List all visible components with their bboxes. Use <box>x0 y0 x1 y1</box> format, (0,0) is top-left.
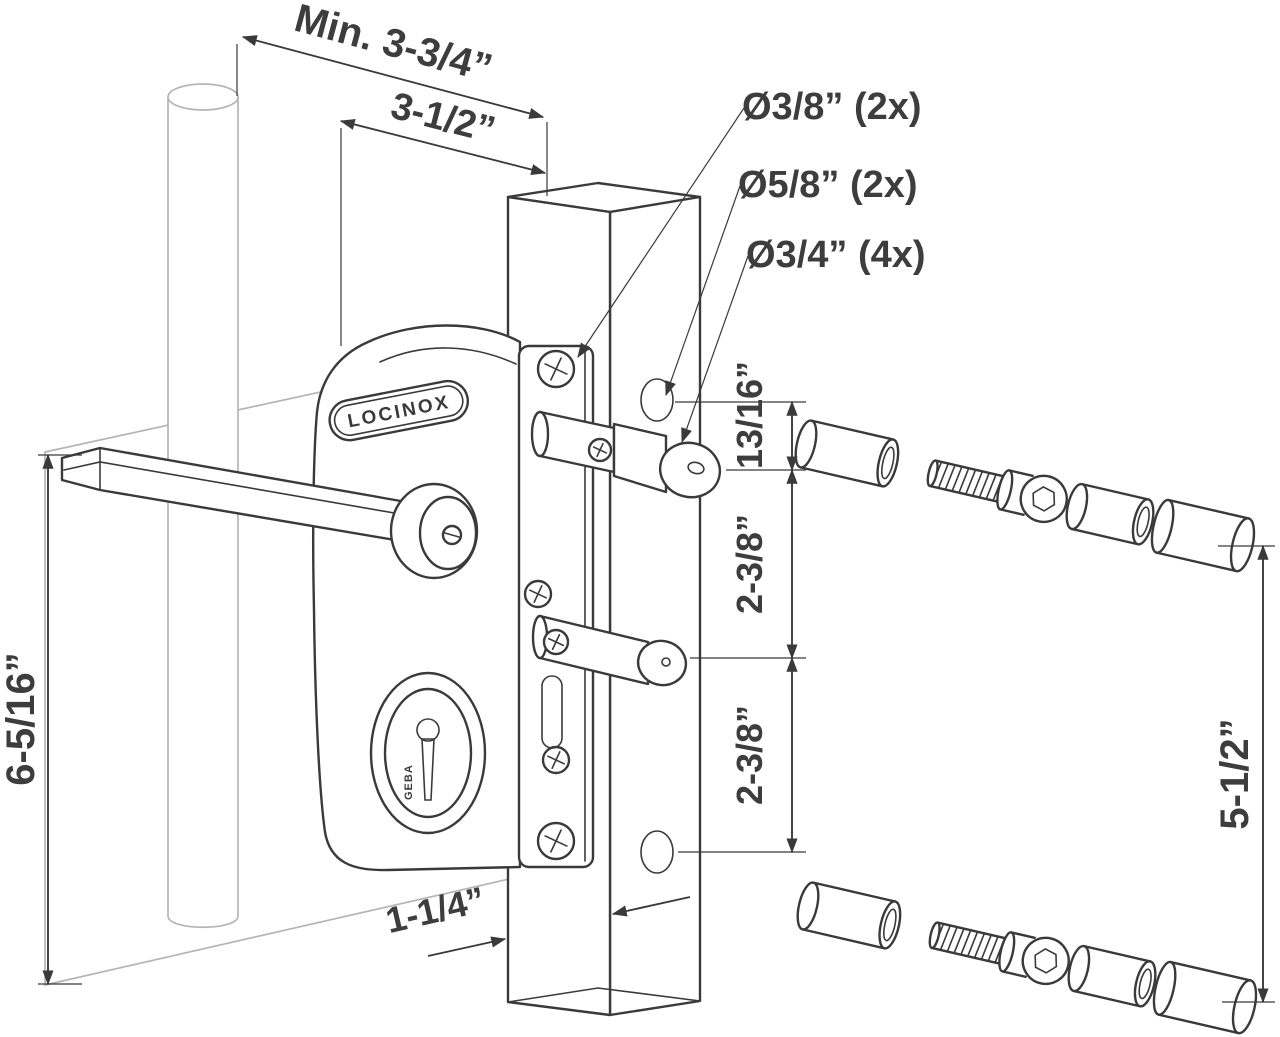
dim-line-min-overall <box>241 35 545 119</box>
fastener-set-top <box>789 414 1260 575</box>
dim-upper-spacing-label: 2-3/8” <box>729 514 770 614</box>
lock-cylinder: GEBA <box>369 671 487 835</box>
dim-backset-label: 3-1/2” <box>387 85 500 152</box>
dim-fastener-spacing-label: 5-1/2” <box>1213 718 1257 829</box>
screw-cross <box>529 585 547 603</box>
drill-small-label: Ø3/8” (2x) <box>742 86 922 128</box>
screw-cross <box>544 829 568 853</box>
drill-large-label: Ø3/4” (4x) <box>746 234 926 276</box>
leader-drill-large <box>681 255 749 444</box>
top-bolt-hole <box>687 461 705 475</box>
post-bottom-edge <box>507 987 701 1003</box>
keyway <box>421 738 435 801</box>
bar-bottom-arc <box>167 915 239 929</box>
lock-housing-inner-edge <box>379 347 517 365</box>
bar-top-face <box>167 83 239 111</box>
ext-lines-top <box>236 44 548 196</box>
handle-hub <box>389 482 479 580</box>
screw-cross <box>592 442 608 458</box>
screw-mid-lower <box>541 745 571 775</box>
middle-bolt <box>531 614 688 687</box>
dim-lower-spacing-label: 2-3/8” <box>729 705 770 805</box>
screw-cross <box>547 751 565 769</box>
screw-cross <box>544 357 568 381</box>
dim-line-backset <box>339 118 547 176</box>
dim-top-offset-label: 13/16” <box>729 361 770 469</box>
mounting-plate <box>517 344 595 869</box>
screw-mid-upper <box>523 579 553 609</box>
leader-drill-medium <box>665 185 741 397</box>
screw-cross <box>547 633 565 651</box>
drill-medium-label: Ø5/8” (2x) <box>738 164 918 206</box>
screw-bottom <box>536 821 576 861</box>
hub-screw-slot <box>444 532 460 538</box>
plate-slot <box>541 675 563 749</box>
dim-line-profile-width-right <box>611 896 691 917</box>
keyhole <box>416 718 440 742</box>
ext-lines-chain <box>675 401 806 853</box>
lock-body: GEBA LOCINOX <box>60 324 722 872</box>
middle-bolt-dot <box>661 657 671 667</box>
top-bolt <box>530 410 722 499</box>
leader-drill-small <box>577 107 745 359</box>
post-side-face <box>608 195 702 1017</box>
dim-lock-height-label: 6-5/16” <box>0 652 43 785</box>
dim-line-profile-width-left <box>427 936 507 957</box>
post-hole-bottom <box>640 830 674 874</box>
cylinder-brand-label: GEBA <box>403 764 415 800</box>
fastener-set-bottom <box>791 876 1262 1037</box>
post-hole-top <box>640 378 674 422</box>
screw-top <box>536 349 576 389</box>
locinox-badge: LOCINOX <box>328 379 469 442</box>
